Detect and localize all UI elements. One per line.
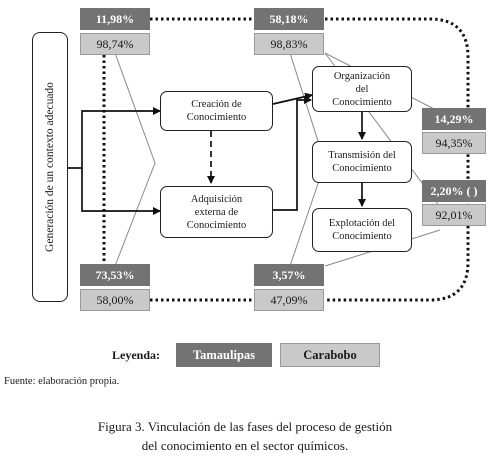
legend-carabobo: Carabobo [280, 343, 380, 367]
caption-line-2: del conocimiento en el sector químicos. [141, 438, 349, 453]
tag-bottom-center-tamaulipas: 3,57% [254, 264, 324, 286]
node-explotacion: Explotación del Conocimiento [312, 208, 412, 252]
legend-label: Leyenda: [112, 348, 160, 362]
arrow-adquisicion-to-organizacion [273, 96, 312, 211]
dotted-loop-lines [102, 17, 470, 302]
tag-right-lower-tamaulipas: 2,20% ( ) [422, 180, 486, 202]
caption-line-1: Figura 3. Vinculación de las fases del p… [97, 419, 393, 434]
node-adquisicion: Adquisición externa de Conocimiento [160, 186, 273, 238]
tag-top-center-carabobo: 98,83% [254, 33, 324, 55]
tag-right-lower-carabobo: 92,01% [422, 204, 486, 226]
node-organizacion: Organización del Conocimiento [312, 66, 412, 112]
tag-bottom-left-carabobo: 58,00% [80, 289, 150, 311]
context-label-box: Generación de un contexto adecuado [32, 32, 68, 302]
node-transmision: Transmisión del Conocimiento [312, 141, 412, 183]
legend-tamaulipas: Tamaulipas [176, 343, 272, 367]
source-note: Fuente: elaboración propia. [4, 376, 120, 387]
tag-bottom-center-carabobo: 47,09% [254, 289, 324, 311]
tag-top-left-tamaulipas: 11,98% [80, 8, 150, 30]
tag-top-left-carabobo: 98,74% [80, 33, 150, 55]
tag-top-center-tamaulipas: 58,18% [254, 8, 324, 30]
tag-right-upper-carabobo: 94,35% [422, 132, 486, 154]
tag-right-upper-tamaulipas: 14,29% [422, 108, 486, 130]
tag-bottom-left-tamaulipas: 73,53% [80, 264, 150, 286]
arrow-context-to-adquisicion [81, 168, 161, 215]
node-creacion: Creación de Conocimiento [160, 91, 273, 131]
arrow-context-to-creacion [68, 107, 161, 169]
context-label: Generación de un contexto adecuado [44, 82, 56, 252]
